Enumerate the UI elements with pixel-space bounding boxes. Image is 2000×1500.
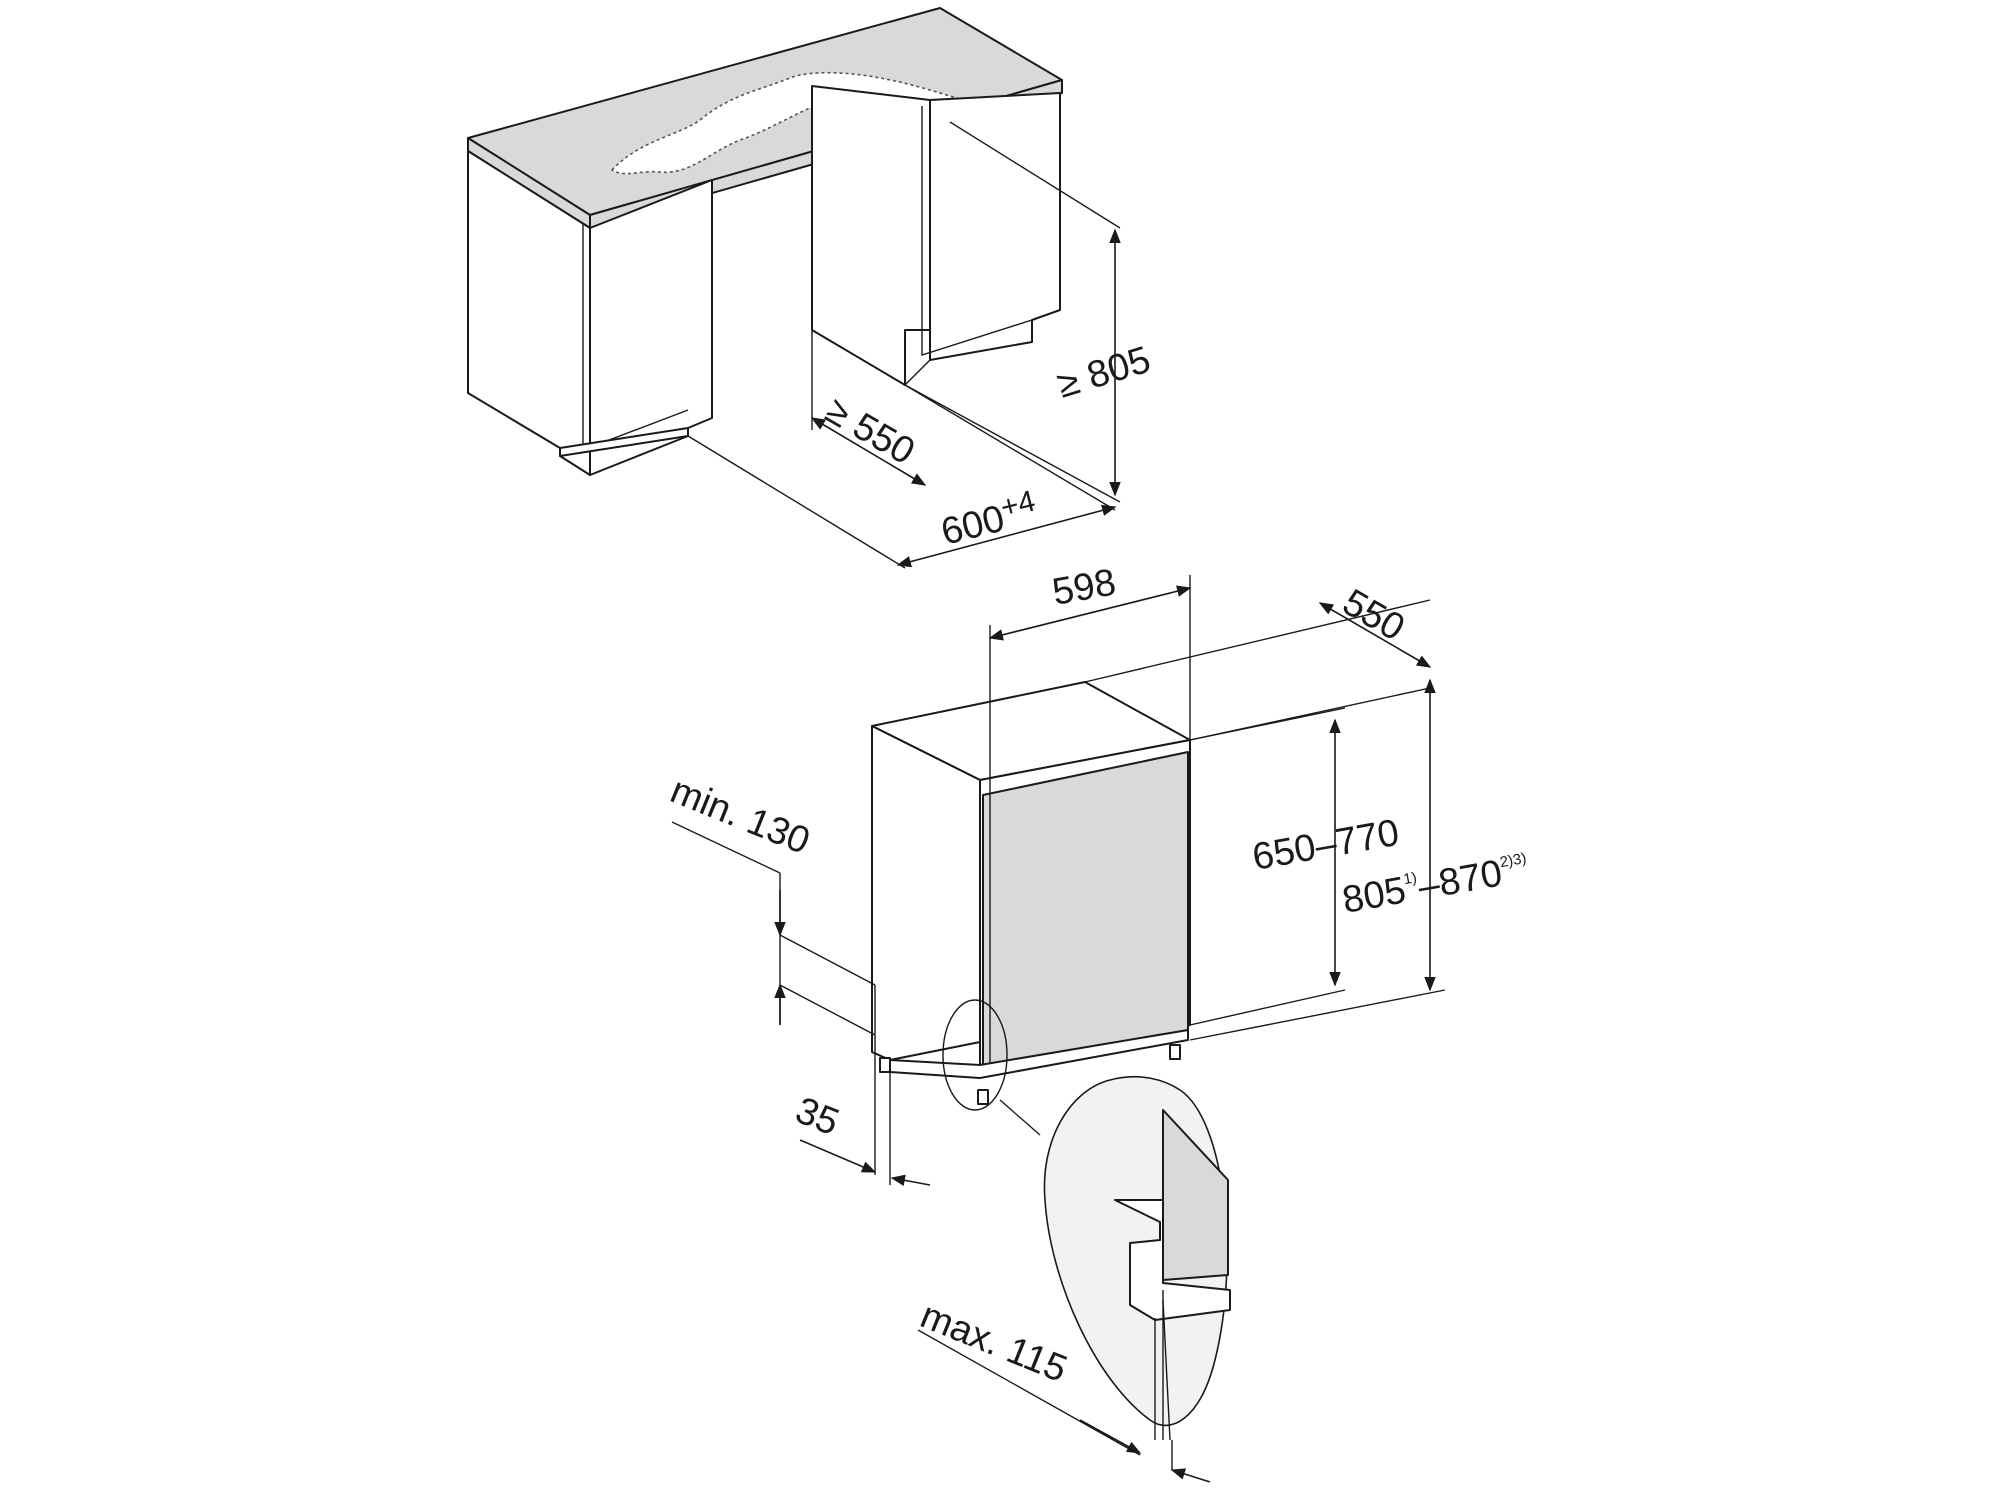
label-niche-width: 600+4 — [936, 485, 1042, 554]
right-cabinet-panel — [921, 106, 1033, 356]
right-cabinet-side — [811, 85, 931, 386]
label-toe-kick: min. 130 — [665, 769, 816, 863]
label-niche-height: ≥ 805 — [1052, 339, 1155, 407]
dim-door-height: 650–770 — [1189, 707, 1402, 1026]
label-height-min-note: 1) — [1402, 869, 1418, 888]
label-appliance-width: 598 — [1049, 561, 1119, 613]
label-niche-width-tolerance: +4 — [997, 485, 1038, 525]
label-height-max: –870 — [1415, 852, 1506, 908]
detail-leader-line — [999, 1099, 1041, 1136]
dim-toe-kick: min. 130 — [665, 769, 876, 1036]
detail-magnifier: max. 115 — [915, 1076, 1231, 1483]
label-plinth-max: max. 115 — [915, 1294, 1073, 1390]
left-cabinet — [467, 150, 713, 476]
label-niche-width-main: 600 — [937, 498, 1009, 554]
foot-left — [879, 1057, 891, 1073]
label-height-max-note: 2)3) — [1498, 850, 1527, 871]
appliance-side — [871, 725, 981, 1061]
foot-front — [977, 1089, 989, 1105]
label-height-min: 805 — [1339, 869, 1409, 921]
appliance-door — [982, 751, 1189, 1071]
right-cabinet-front — [929, 92, 1061, 361]
detail-marker-circle — [942, 999, 1008, 1111]
right-cabinet — [811, 85, 1061, 386]
dim-niche-width: 600+4 — [687, 384, 1117, 569]
left-cabinet-front — [589, 179, 713, 476]
niche-illustration: ≥ 805 ≥ 550 600+4 — [467, 7, 1155, 569]
foot-right — [1169, 1044, 1181, 1060]
label-door-height: 650–770 — [1249, 812, 1402, 879]
detail-plinth-step — [1114, 1199, 1231, 1321]
label-appliance-depth: 550 — [1336, 581, 1412, 649]
label-plinth-gap: 35 — [790, 1089, 845, 1144]
label-niche-depth: ≥ 550 — [819, 389, 922, 473]
right-cabinet-door-line — [904, 359, 931, 386]
